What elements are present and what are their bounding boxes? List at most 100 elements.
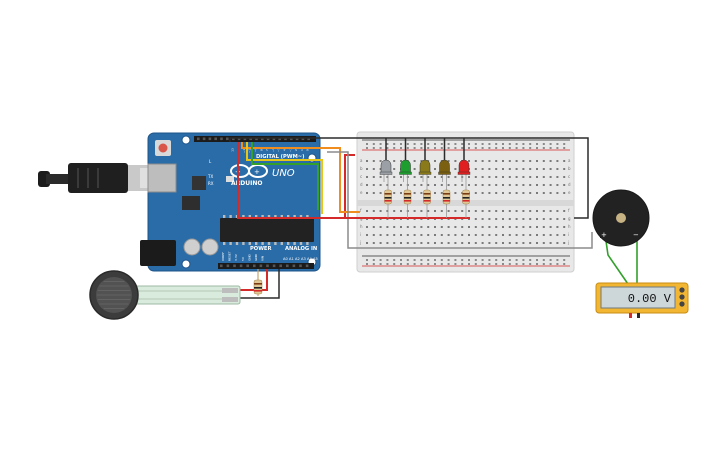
breadboard-row-letter: j [359,240,361,245]
led-array[interactable] [379,138,471,218]
led[interactable] [457,138,471,182]
bottom-pin-hole[interactable] [226,264,230,268]
digital-header[interactable] [194,136,316,142]
breadboard-row-letter: i [568,232,569,237]
rx-label: RX [208,181,214,186]
power-analog-header[interactable] [218,263,314,269]
power-pin-label: 5V [241,256,245,261]
bottom-pin-hole[interactable] [279,264,282,268]
header-pin-hole[interactable] [197,137,200,141]
digital-pin-number: 4 [283,149,287,151]
bottom-pin-hole[interactable] [220,264,223,268]
breadboard-row-letter: j [567,240,569,245]
power-pin-label: RESET [228,251,232,261]
wire-green[interactable] [251,142,319,210]
led-resistor[interactable] [462,182,470,218]
breadboard-row-letter: f [360,208,362,213]
wire-gray-piezo[interactable] [327,151,593,249]
multimeter[interactable]: 0.00 V [595,282,689,318]
digital-pin-number: 7 [265,149,269,151]
header-pin-hole[interactable] [202,137,206,141]
digital-pin-number: ~3 [288,148,292,153]
led-resistor[interactable] [442,182,451,218]
bottom-pin-hole[interactable] [233,264,236,268]
wires[interactable] [229,137,638,299]
bottom-pin-hole[interactable] [246,264,249,268]
meter-dial-icon [679,301,685,307]
wire-black-rail[interactable] [380,137,589,219]
breadboard-row-letter: b [568,166,571,171]
digital-header-label: DIGITAL (PWM~) [256,154,304,160]
analog-pin-label: A4 [307,257,312,261]
microcontroller-chip [220,218,314,242]
bottom-pin-hole[interactable] [266,264,269,268]
bottom-pin-hole[interactable] [286,264,289,268]
bottom-pin-hole[interactable] [259,264,263,268]
digital-pin-hole[interactable] [255,137,258,141]
bottom-pin-hole[interactable] [299,264,302,268]
led[interactable] [379,138,393,182]
digital-pin-hole[interactable] [249,137,252,141]
fsr-pulldown-resistor[interactable] [253,279,263,295]
digital-pin-hole[interactable] [266,137,270,141]
svg-text:+: + [254,168,260,176]
header-pin-hole[interactable] [226,137,229,141]
arduino-board[interactable]: − + ARDUINO UNO DIGITAL (PWM~) POWER ANA… [140,132,321,272]
digital-pin-number: ~10 [248,147,252,153]
bottom-pin-hole[interactable] [272,264,276,268]
led-resistor[interactable] [384,182,392,218]
led[interactable] [438,138,451,182]
digital-pin-hole[interactable] [272,137,276,141]
header-pin-hole[interactable] [220,137,223,141]
digital-pin-number: 1 [300,149,304,151]
breadboard-row-letter: i [360,232,361,237]
meter-probe-red[interactable] [629,313,632,318]
breadboard-row-letter: h [568,224,571,229]
wire-black-fsr[interactable] [240,269,280,299]
analog-pin-label: A0 [283,257,288,261]
tx-label: TX [207,174,213,179]
breadboard-row-letter: e [360,190,363,195]
digital-pin-hole[interactable] [243,137,247,141]
piezo-buzzer[interactable]: + − [592,189,650,247]
multimeter-reading: 0.00 V [628,292,672,306]
header-pin-hole[interactable] [208,137,212,141]
digital-pin-hole[interactable] [232,137,235,141]
breadboard-row-letter: d [568,182,571,187]
meter-probe-black[interactable] [637,313,640,318]
led[interactable] [399,138,412,182]
piezo-minus-label: − [633,231,639,239]
bottom-pin-hole[interactable] [239,264,243,268]
wire-black-gnd[interactable] [229,137,380,142]
wire-orange[interactable] [241,142,360,213]
digital-pin-hole[interactable] [290,137,293,141]
led[interactable] [418,138,432,182]
digital-pin-hole[interactable] [261,137,264,141]
digital-pin-number: 2 [294,149,298,151]
wire-yellow[interactable] [246,142,323,214]
usb-cable[interactable] [38,163,154,193]
digital-pin-hole[interactable] [307,137,310,141]
digital-pin-number: 13 [230,148,234,152]
digital-pin-hole[interactable] [295,137,299,141]
led-resistor[interactable] [403,182,412,218]
analog-pin-label: A3 [301,257,306,261]
breadboard-row-letter: b [360,166,363,171]
digital-pin-hole[interactable] [301,137,305,141]
breadboard-row-letter: a [568,158,571,163]
digital-pin-number: ~9 [254,148,258,153]
digital-pin-hole[interactable] [237,137,241,141]
bottom-pin-hole[interactable] [253,264,256,268]
digital-pin-hole[interactable] [278,137,281,141]
arduino-model: UNO [272,168,295,179]
digital-pin-hole[interactable] [284,137,287,141]
header-pin-hole[interactable] [214,137,217,141]
led-resistor[interactable] [423,182,431,218]
bottom-pin-hole[interactable] [305,264,309,268]
wire-red-fsr[interactable] [240,269,268,291]
breadboard-row-letter: g [568,216,571,221]
force-sensor[interactable] [89,270,241,320]
arduino-logo-text: ARDUINO [231,180,262,187]
bottom-pin-hole[interactable] [292,264,296,268]
